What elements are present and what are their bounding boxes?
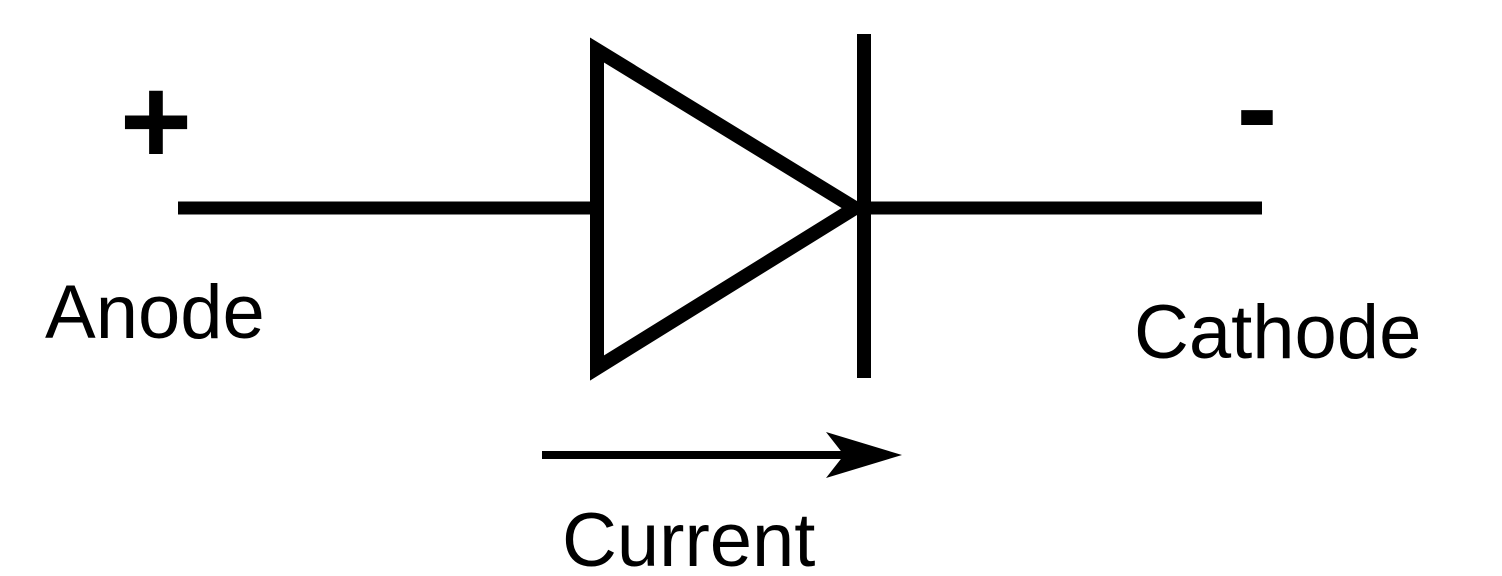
cathode-label: Cathode bbox=[1134, 290, 1421, 375]
cathode-polarity-sign: - bbox=[1236, 39, 1277, 177]
current-label: Current bbox=[562, 498, 815, 576]
current-arrow-head bbox=[826, 432, 902, 478]
anode-label: Anode bbox=[45, 270, 265, 355]
anode-polarity-sign: + bbox=[120, 53, 192, 191]
diode-triangle bbox=[590, 37, 869, 381]
